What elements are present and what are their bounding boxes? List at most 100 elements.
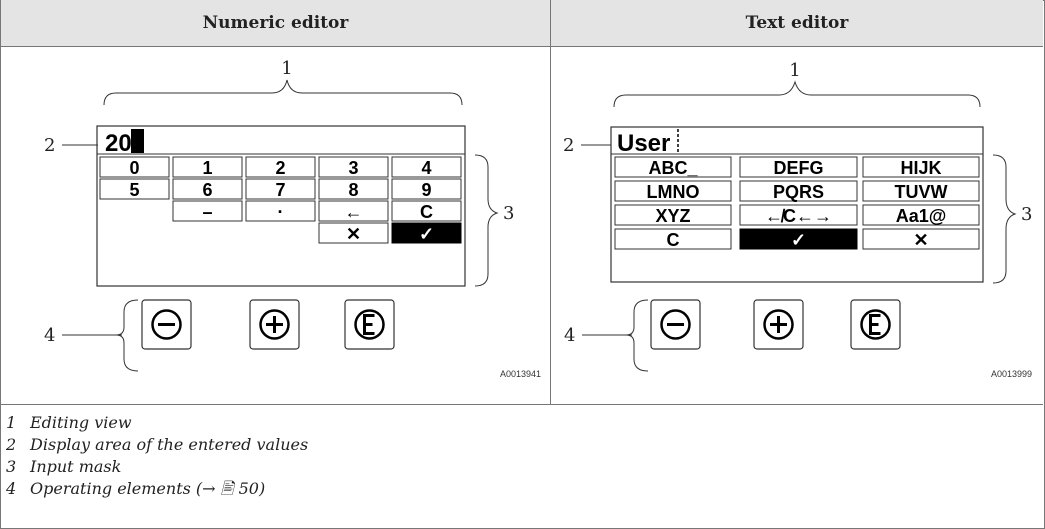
numeric-key-backspace[interactable] [318, 200, 389, 222]
callout-1-brace [613, 80, 981, 108]
text-editor-figure: 1 User 2 ABC_ DEFG HIJK LMNO PQRS TUVW X… [563, 60, 1032, 379]
legend-text: Input mask [30, 457, 122, 476]
column-divider [550, 0, 551, 405]
legend-divider [0, 404, 1043, 405]
plus-key[interactable] [249, 299, 300, 350]
plus-icon [259, 309, 290, 340]
text-key-label: DEFG [773, 158, 823, 178]
minus-key[interactable] [650, 299, 701, 350]
enter-key[interactable] [850, 299, 901, 350]
numeric-key[interactable] [245, 156, 316, 178]
text-display-value: User [617, 130, 670, 157]
text-key[interactable] [862, 156, 980, 178]
numeric-key-label: ← [345, 202, 363, 222]
legend-text: Display area of the entered values [30, 435, 309, 454]
callout-4-brace [115, 299, 139, 372]
callout-4-label: 4 [564, 325, 575, 346]
text-key-label: ✕ [913, 230, 928, 250]
numeric-editor-header: Numeric editor [1, 0, 550, 47]
text-key-label: LMNO [647, 182, 700, 202]
callout-3-label: 3 [503, 203, 514, 224]
callout-3-brace [992, 154, 1017, 284]
text-key-label: ↚C←→ [765, 206, 832, 226]
text-key[interactable] [614, 156, 732, 178]
text-figure-code: A0013999 [991, 369, 1032, 379]
text-key-label: ✓ [791, 230, 806, 250]
plus-icon [763, 309, 794, 340]
numeric-key-label: – [202, 202, 212, 222]
numeric-key-label: 7 [275, 180, 285, 200]
text-key[interactable] [862, 180, 980, 202]
text-key-label: HIJK [900, 158, 941, 178]
numeric-key-clear[interactable] [391, 200, 462, 222]
plus-key[interactable] [753, 299, 804, 350]
numeric-key-label: ✓ [419, 224, 434, 244]
text-key[interactable] [614, 204, 732, 226]
numeric-figure-code: A0013941 [500, 369, 541, 379]
numeric-key-label: C [420, 202, 433, 222]
minus-icon [151, 309, 182, 340]
text-key-cancel[interactable] [862, 228, 980, 250]
numeric-key-label: ✕ [346, 224, 361, 244]
text-key-correction[interactable] [739, 204, 858, 226]
callout-4-brace [625, 299, 649, 372]
numeric-key-label: 8 [348, 180, 358, 200]
text-key-label: Aa1@ [896, 206, 947, 226]
numeric-key-label: 6 [202, 180, 212, 200]
numeric-key-label: 2 [275, 158, 285, 178]
numeric-editor-figure: 1 20 2 0 1 2 3 4 5 6 7 8 9 [44, 58, 541, 379]
text-editor-header: Text editor [551, 0, 1043, 47]
text-key[interactable] [739, 156, 858, 178]
numeric-key-label: 1 [202, 158, 212, 178]
text-key-label: PQRS [773, 182, 824, 202]
enter-e-icon [354, 309, 385, 340]
legend-num: 3 [6, 457, 17, 476]
numeric-key[interactable] [99, 178, 170, 200]
numeric-cursor [131, 129, 144, 153]
callout-1-label: 1 [281, 58, 292, 79]
callout-2-label: 2 [44, 135, 55, 156]
enter-e-icon [860, 309, 891, 340]
numeric-key-minus[interactable] [172, 200, 243, 222]
numeric-keypad: 0 1 2 3 4 5 6 7 8 9 – · [99, 156, 462, 244]
text-key-label: XYZ [655, 206, 690, 226]
text-key[interactable] [614, 180, 732, 202]
numeric-key[interactable] [391, 156, 462, 178]
callout-3-label: 3 [1021, 204, 1032, 225]
numeric-key[interactable] [99, 156, 170, 178]
numeric-key[interactable] [318, 156, 389, 178]
numeric-key-label: 0 [129, 158, 139, 178]
numeric-key[interactable] [391, 178, 462, 200]
numeric-key-label: 3 [348, 158, 358, 178]
numeric-key-label: 4 [421, 158, 431, 178]
enter-key[interactable] [344, 299, 395, 350]
callout-4-label: 4 [44, 325, 55, 346]
legend-text: Operating elements (→ 🖹 50) [30, 479, 266, 498]
numeric-key-label: 9 [421, 180, 431, 200]
numeric-key[interactable] [245, 178, 316, 200]
text-key[interactable] [739, 180, 858, 202]
numeric-key-decimal[interactable] [245, 200, 316, 222]
numeric-display-value: 20 [105, 130, 132, 157]
numeric-key-label: 5 [129, 180, 139, 200]
text-key-confirm[interactable] [739, 228, 858, 250]
numeric-key-confirm[interactable] [391, 222, 462, 244]
numeric-key[interactable] [172, 178, 243, 200]
callout-3-brace [474, 154, 499, 287]
numeric-key-cancel[interactable] [318, 222, 389, 244]
minus-key[interactable] [141, 299, 192, 350]
callout-1-brace [103, 79, 463, 106]
legend-num: 1 [6, 413, 17, 432]
minus-icon [660, 309, 691, 340]
legend-num: 2 [6, 435, 17, 454]
text-key-label: C [667, 230, 680, 250]
legend-num: 4 [6, 479, 17, 498]
numeric-key-label: · [278, 202, 284, 222]
text-key-case[interactable] [862, 204, 980, 226]
text-key-label: ABC_ [648, 158, 698, 178]
text-key-clear[interactable] [614, 228, 732, 250]
text-key-label: TUVW [895, 182, 948, 202]
numeric-key[interactable] [318, 178, 389, 200]
legend-text: Editing view [30, 413, 132, 432]
numeric-key[interactable] [172, 156, 243, 178]
